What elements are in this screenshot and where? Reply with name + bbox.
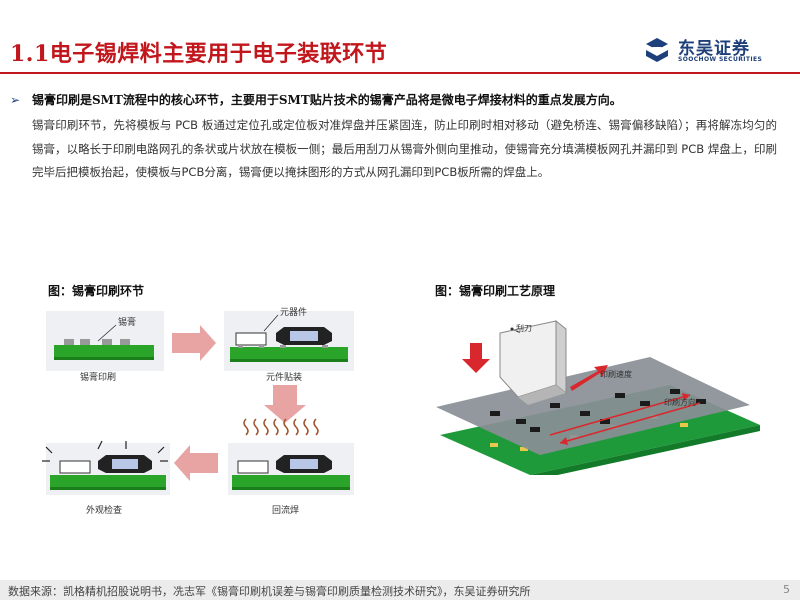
- print-speed-label: 印刷速度: [600, 369, 632, 379]
- figure-right-caption: 图：锡膏印刷工艺原理: [435, 284, 556, 298]
- component-label: 元器件: [280, 306, 307, 318]
- solder-paste-label: 锡膏: [118, 316, 136, 328]
- figure-left-caption: 图：锡膏印刷环节: [48, 284, 145, 298]
- printing-principle-figure: 刮刀 印刷速度 印刷方向: [430, 315, 770, 481]
- bullet-arrow-icon: ➢: [10, 93, 21, 107]
- brand-logo: 东吴证券 SOOCHOW SECURITIES: [642, 34, 792, 68]
- step2-label: 元件贴装: [266, 371, 302, 383]
- heat-waves-icon: [243, 418, 319, 436]
- step3-label: 回流焊: [272, 504, 299, 516]
- step4-illustration: 外观检查: [42, 440, 170, 516]
- step1-label: 锡膏印刷: [80, 371, 116, 383]
- footer-bar: [0, 580, 800, 600]
- title-divider: [0, 72, 800, 74]
- stencil: [436, 357, 750, 455]
- pressure-arrow: [462, 343, 490, 373]
- page-number: 5: [783, 583, 790, 596]
- page-title: 1.1电子锡焊料主要用于电子装联环节: [10, 41, 388, 67]
- arrow-left: [174, 445, 218, 481]
- squeegee: [499, 319, 567, 405]
- body-paragraph: 锡膏印刷环节，先将模板与 PCB 板通过定位孔或定位板对准焊盘并压紧固连，防止印…: [32, 118, 777, 179]
- squeegee-label: 刮刀: [516, 323, 532, 333]
- print-direction-label: 印刷方向: [664, 397, 696, 407]
- smt-process-figure: 锡膏 锡膏印刷 元器件 元件贴装: [40, 303, 370, 523]
- step1-illustration: 锡膏 锡膏印刷: [46, 311, 164, 383]
- step3-illustration: 回流焊: [228, 443, 354, 516]
- brand-name-en: SOOCHOW SECURITIES: [678, 56, 763, 63]
- step2-illustration: 元器件 元件贴装: [224, 306, 354, 383]
- lead-sentence: 锡膏印刷是SMT流程中的核心环节，主要用于SMT贴片技术的锡膏产品将是微电子焊接…: [32, 93, 622, 107]
- arrow-down: [264, 385, 306, 423]
- brand-name-cn: 东吴证券: [678, 39, 750, 59]
- arrow-right-1: [172, 325, 216, 361]
- source-note: 数据来源：凯格精机招股说明书，冼志军《锡膏印刷机误差与锡膏印刷质量检测技术研究》…: [8, 585, 531, 598]
- brand-mark-icon: [646, 38, 668, 62]
- print-speed-arrow: [570, 365, 608, 391]
- step4-label: 外观检查: [86, 504, 122, 516]
